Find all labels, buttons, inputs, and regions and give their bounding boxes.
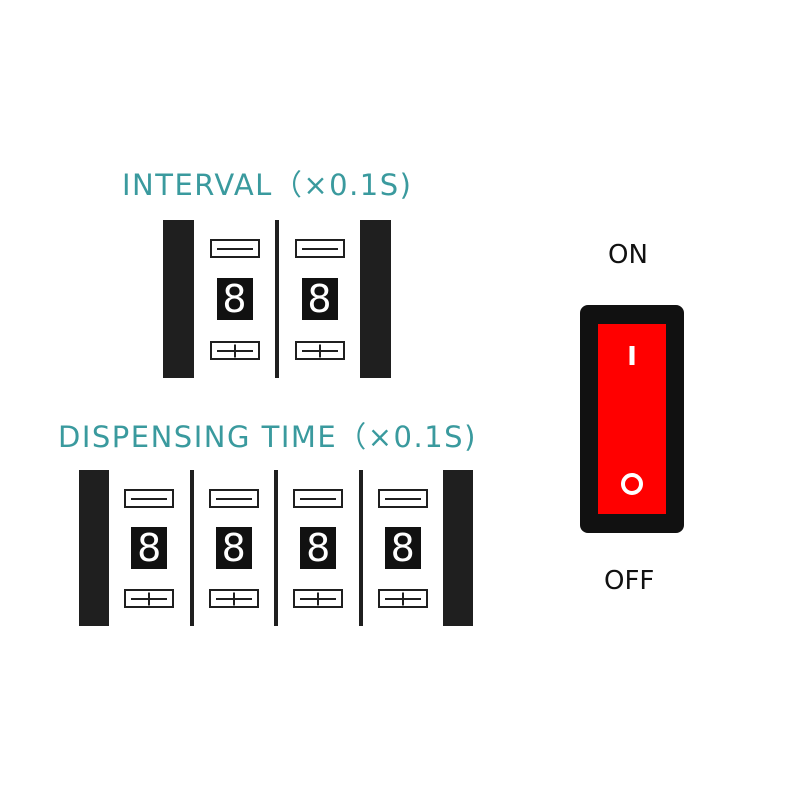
- dispensing-increment-button[interactable]: [208, 589, 259, 608]
- dispensing-time-label: DISPENSING TIME（×0.1S): [58, 420, 477, 454]
- interval-decrement-button[interactable]: [209, 239, 260, 258]
- dispensing-digit-display: 8: [300, 527, 337, 569]
- dispensing-increment-button[interactable]: [124, 589, 175, 608]
- dispensing-digit-cell: 8: [276, 470, 361, 626]
- interval-increment-button[interactable]: [209, 341, 260, 360]
- dispensing-digit-cell: 8: [109, 470, 192, 626]
- dispensing-time-thumbwheel-switch: 8 8 8 8: [79, 470, 473, 626]
- plus-icon-vertical: [233, 344, 236, 357]
- minus-icon: [384, 497, 421, 500]
- interval-increment-button[interactable]: [294, 341, 345, 360]
- dispensing-digit-cell: 8: [191, 470, 276, 626]
- plus-icon-vertical: [232, 592, 235, 605]
- minus-icon: [300, 497, 337, 500]
- plus-icon-vertical: [401, 592, 404, 605]
- plus-icon-vertical: [148, 592, 151, 605]
- dispensing-decrement-button[interactable]: [293, 489, 344, 508]
- dispensing-digit-display: 8: [215, 527, 252, 569]
- dispensing-decrement-button[interactable]: [208, 489, 259, 508]
- dispensing-decrement-button[interactable]: [124, 489, 175, 508]
- dispensing-digit-cell: 8: [360, 470, 443, 626]
- off-label: OFF: [604, 566, 655, 596]
- dispensing-digit-cells: 8 8 8 8: [109, 470, 443, 626]
- on-symbol-icon: [629, 346, 635, 365]
- on-label: ON: [608, 240, 648, 270]
- interval-digit-cell: 8: [194, 220, 277, 378]
- interval-decrement-button[interactable]: [294, 239, 345, 258]
- minus-icon: [215, 497, 252, 500]
- dispensing-increment-button[interactable]: [377, 589, 428, 608]
- plus-icon-vertical: [317, 592, 320, 605]
- dispensing-digit-display: 8: [131, 527, 168, 569]
- power-rocker-switch[interactable]: [598, 324, 666, 514]
- interval-label: INTERVAL（×0.1S): [122, 168, 413, 202]
- off-symbol-icon: [621, 473, 643, 495]
- plus-icon-vertical: [318, 344, 321, 357]
- dispensing-increment-button[interactable]: [293, 589, 344, 608]
- power-switch-frame: [580, 305, 684, 533]
- dispensing-decrement-button[interactable]: [377, 489, 428, 508]
- interval-digit-display: 8: [301, 278, 338, 320]
- interval-digit-display: 8: [216, 278, 253, 320]
- minus-icon: [301, 247, 338, 250]
- interval-digit-cell: 8: [277, 220, 360, 378]
- minus-icon: [216, 247, 253, 250]
- minus-icon: [131, 497, 168, 500]
- dispensing-digit-display: 8: [384, 527, 421, 569]
